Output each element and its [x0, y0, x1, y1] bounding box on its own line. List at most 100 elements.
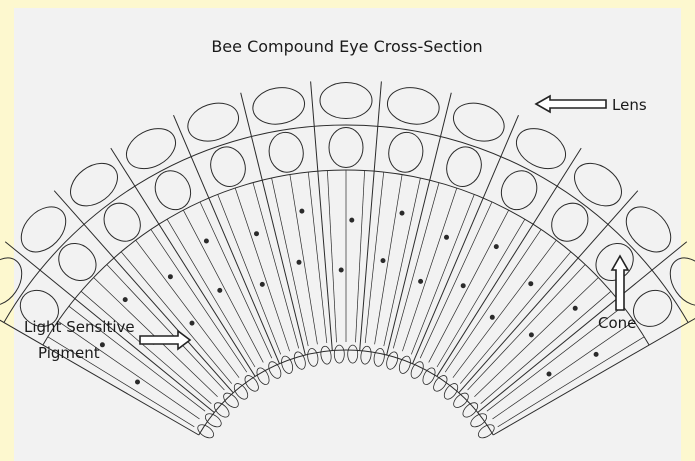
retinula-cell	[402, 188, 456, 351]
cell-wall	[413, 115, 519, 363]
retinula-cell	[481, 291, 611, 403]
cone-arrow	[612, 256, 628, 310]
nucleus-dot	[529, 282, 533, 286]
lens-facet	[566, 155, 629, 215]
nucleus-dot	[339, 268, 343, 272]
retinula-cell	[308, 172, 327, 343]
ommatidia-group	[0, 81, 695, 440]
nucleus-dot	[547, 372, 551, 376]
retinula-cell	[356, 171, 365, 343]
nucleus-dot	[297, 260, 301, 264]
retinula-cell	[375, 175, 403, 345]
pigment-label-line1: Light Sensitive	[24, 318, 135, 336]
crystalline-cone	[97, 196, 148, 248]
pigment-cell	[373, 348, 386, 367]
lens-facet	[62, 155, 125, 215]
crystalline-cone	[588, 236, 640, 288]
crystalline-cone	[266, 130, 306, 175]
nucleus-dot	[350, 218, 354, 222]
retinula-cell	[474, 278, 598, 397]
crystalline-cone	[495, 165, 544, 216]
nucleus-dot	[490, 315, 494, 319]
retinula-cell	[81, 291, 211, 403]
nucleus-dot	[529, 333, 533, 337]
nucleus-dot	[419, 279, 423, 283]
nucleus-dot	[255, 232, 259, 236]
lens-facet	[448, 97, 509, 148]
retinula-cell	[327, 171, 336, 343]
diagram-title: Bee Compound Eye Cross-Section	[211, 37, 482, 56]
retinula-cell	[151, 229, 247, 372]
nucleus-dot	[123, 298, 127, 302]
pigment-cell	[280, 355, 295, 375]
nucleus-dot	[381, 259, 385, 263]
retinula-cell	[445, 229, 541, 372]
pigment-cell	[306, 348, 319, 367]
pigment-cell	[348, 345, 358, 363]
nucleus-dot	[100, 343, 104, 347]
retinula-cell	[493, 321, 635, 419]
cell-wall	[387, 93, 452, 355]
lens-facet	[250, 84, 307, 128]
lens-facet	[183, 97, 244, 148]
cone-label: Cone	[598, 314, 636, 332]
cell-wall	[241, 93, 306, 355]
cell-wall	[311, 81, 333, 350]
retinula-cell	[468, 265, 586, 391]
crystalline-cone	[51, 236, 103, 288]
retinula-cell	[136, 240, 239, 378]
nucleus-dot	[260, 282, 264, 286]
pigment-cell	[334, 345, 344, 363]
retinula-cell	[121, 252, 232, 384]
cell-wall	[437, 148, 581, 376]
lens-facet	[385, 84, 442, 128]
retinula-cell	[235, 188, 289, 351]
cell-wall	[174, 115, 280, 363]
nucleus-dot	[218, 288, 222, 292]
pigment-cell	[221, 390, 241, 410]
retinula-cell	[384, 178, 421, 346]
retinula-cell	[290, 175, 318, 345]
nucleus-dot	[300, 209, 304, 213]
nucleus-dot	[136, 380, 140, 384]
nucleus-dot	[400, 211, 404, 215]
crystalline-cone	[386, 130, 426, 175]
pigment-cell	[320, 346, 333, 365]
crystalline-cone	[544, 196, 595, 248]
nucleus-dot	[168, 275, 172, 279]
crystalline-cone	[149, 165, 198, 216]
nucleus-dot	[204, 239, 208, 243]
crystalline-cone	[329, 128, 363, 168]
nucleus-dot	[190, 321, 194, 325]
pigment-cell	[460, 400, 480, 420]
nucleus-dot	[461, 284, 465, 288]
nucleus-dot	[494, 245, 498, 249]
pigment-label-line2: Pigment	[38, 344, 100, 362]
lens-facet	[618, 198, 680, 260]
lens-facet	[320, 83, 372, 119]
pigment-cell	[451, 390, 471, 410]
crystalline-cone	[206, 142, 251, 191]
retinula-cell	[272, 178, 309, 346]
retinula-cell	[460, 252, 571, 384]
pigment-cell	[212, 400, 232, 420]
lens-facet	[662, 250, 695, 313]
retinula-cell	[498, 337, 645, 427]
retinula-cell	[253, 183, 299, 349]
retinula-cell	[365, 172, 384, 343]
lens-label: Lens	[612, 96, 647, 114]
lens-facet	[13, 198, 75, 260]
lens-arrow	[536, 96, 606, 112]
pigment-cell	[360, 346, 373, 365]
retinula-cell	[393, 183, 439, 349]
crystalline-cone	[442, 142, 487, 191]
nucleus-dot	[594, 352, 598, 356]
nucleus-dot	[573, 306, 577, 310]
retinula-cell	[453, 240, 556, 378]
nucleus-dot	[445, 235, 449, 239]
pigment-cell	[397, 355, 412, 375]
layer-boundary	[199, 350, 493, 435]
lens-facet	[510, 121, 573, 177]
cell-wall	[360, 81, 382, 350]
